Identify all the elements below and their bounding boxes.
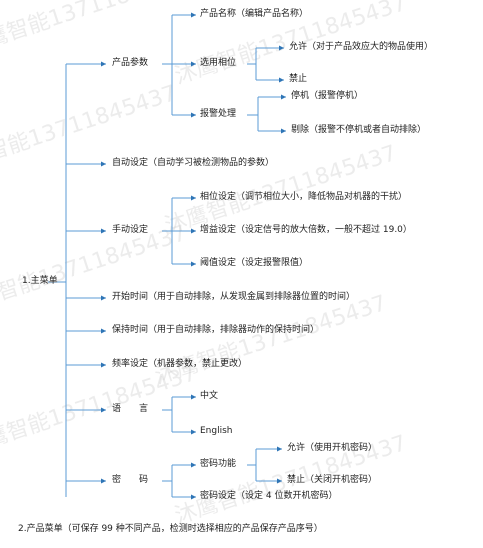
node-alarm-reject: 剔除（报警不停机或者自动排除） bbox=[291, 125, 427, 135]
node-auto-set: 自动设定（自动学习被检测物品的参数） bbox=[112, 158, 275, 168]
node-password-allow: 允许（使用开机密码） bbox=[287, 443, 378, 453]
node-password-forbid: 禁止（关闭开机密码） bbox=[287, 475, 378, 485]
node-alarm-stop: 停机（报警停机） bbox=[291, 91, 364, 101]
node-frequency: 频率设定（机器参数，禁止更改） bbox=[112, 359, 248, 369]
node-threshold-setting: 阈值设定（设定报警限值） bbox=[200, 258, 309, 268]
node-phase-setting: 相位设定（调节相位大小，降低物品对机器的干扰） bbox=[200, 192, 408, 202]
branch-line-phase-children bbox=[247, 47, 284, 80]
node-password-function: 密码功能 bbox=[200, 459, 237, 469]
node-alarm-handling: 报警处理 bbox=[200, 109, 237, 119]
node-hold-time: 保持时间（用于自动排除，排除器动作的保持时间） bbox=[112, 325, 320, 335]
node-start-time: 开始时间（用于自动排除，从发现金属到排除器位置的时间） bbox=[112, 292, 356, 302]
node-manual-set: 手动设定 bbox=[112, 225, 149, 235]
node-phase-select: 选用相位 bbox=[200, 58, 237, 68]
root-main-menu: 1.主菜单 bbox=[22, 276, 58, 286]
node-password: 密 码 bbox=[112, 475, 149, 485]
node-gain-setting: 增益设定（设定信号的放大倍数，一般不超过 19.0） bbox=[200, 225, 412, 235]
node-language-english: English bbox=[200, 426, 233, 436]
node-phase-allow: 允许（对于产品效应大的物品使用） bbox=[289, 42, 434, 52]
branch-line-password-function-children bbox=[247, 448, 282, 481]
root-trunk-line bbox=[48, 64, 67, 497]
node-product-params: 产品参数 bbox=[112, 58, 149, 68]
branch-line-language-children bbox=[162, 396, 196, 432]
node-phase-forbid: 禁止 bbox=[289, 74, 308, 84]
branch-line-product-params-children bbox=[162, 14, 196, 115]
node-product-menu: 2.产品菜单（可保存 99 种不同产品，检测时选择相应的产品保存产品序号） bbox=[18, 524, 323, 534]
node-product-name: 产品名称（编辑产品名称） bbox=[200, 9, 309, 19]
branch-line-alarm-children bbox=[247, 96, 286, 131]
node-password-setting: 密码设定（设定 4 位数开机密码） bbox=[200, 491, 338, 501]
node-language: 语 言 bbox=[112, 404, 149, 414]
node-language-chinese: 中文 bbox=[200, 391, 219, 401]
branch-line-password-children bbox=[162, 464, 196, 497]
